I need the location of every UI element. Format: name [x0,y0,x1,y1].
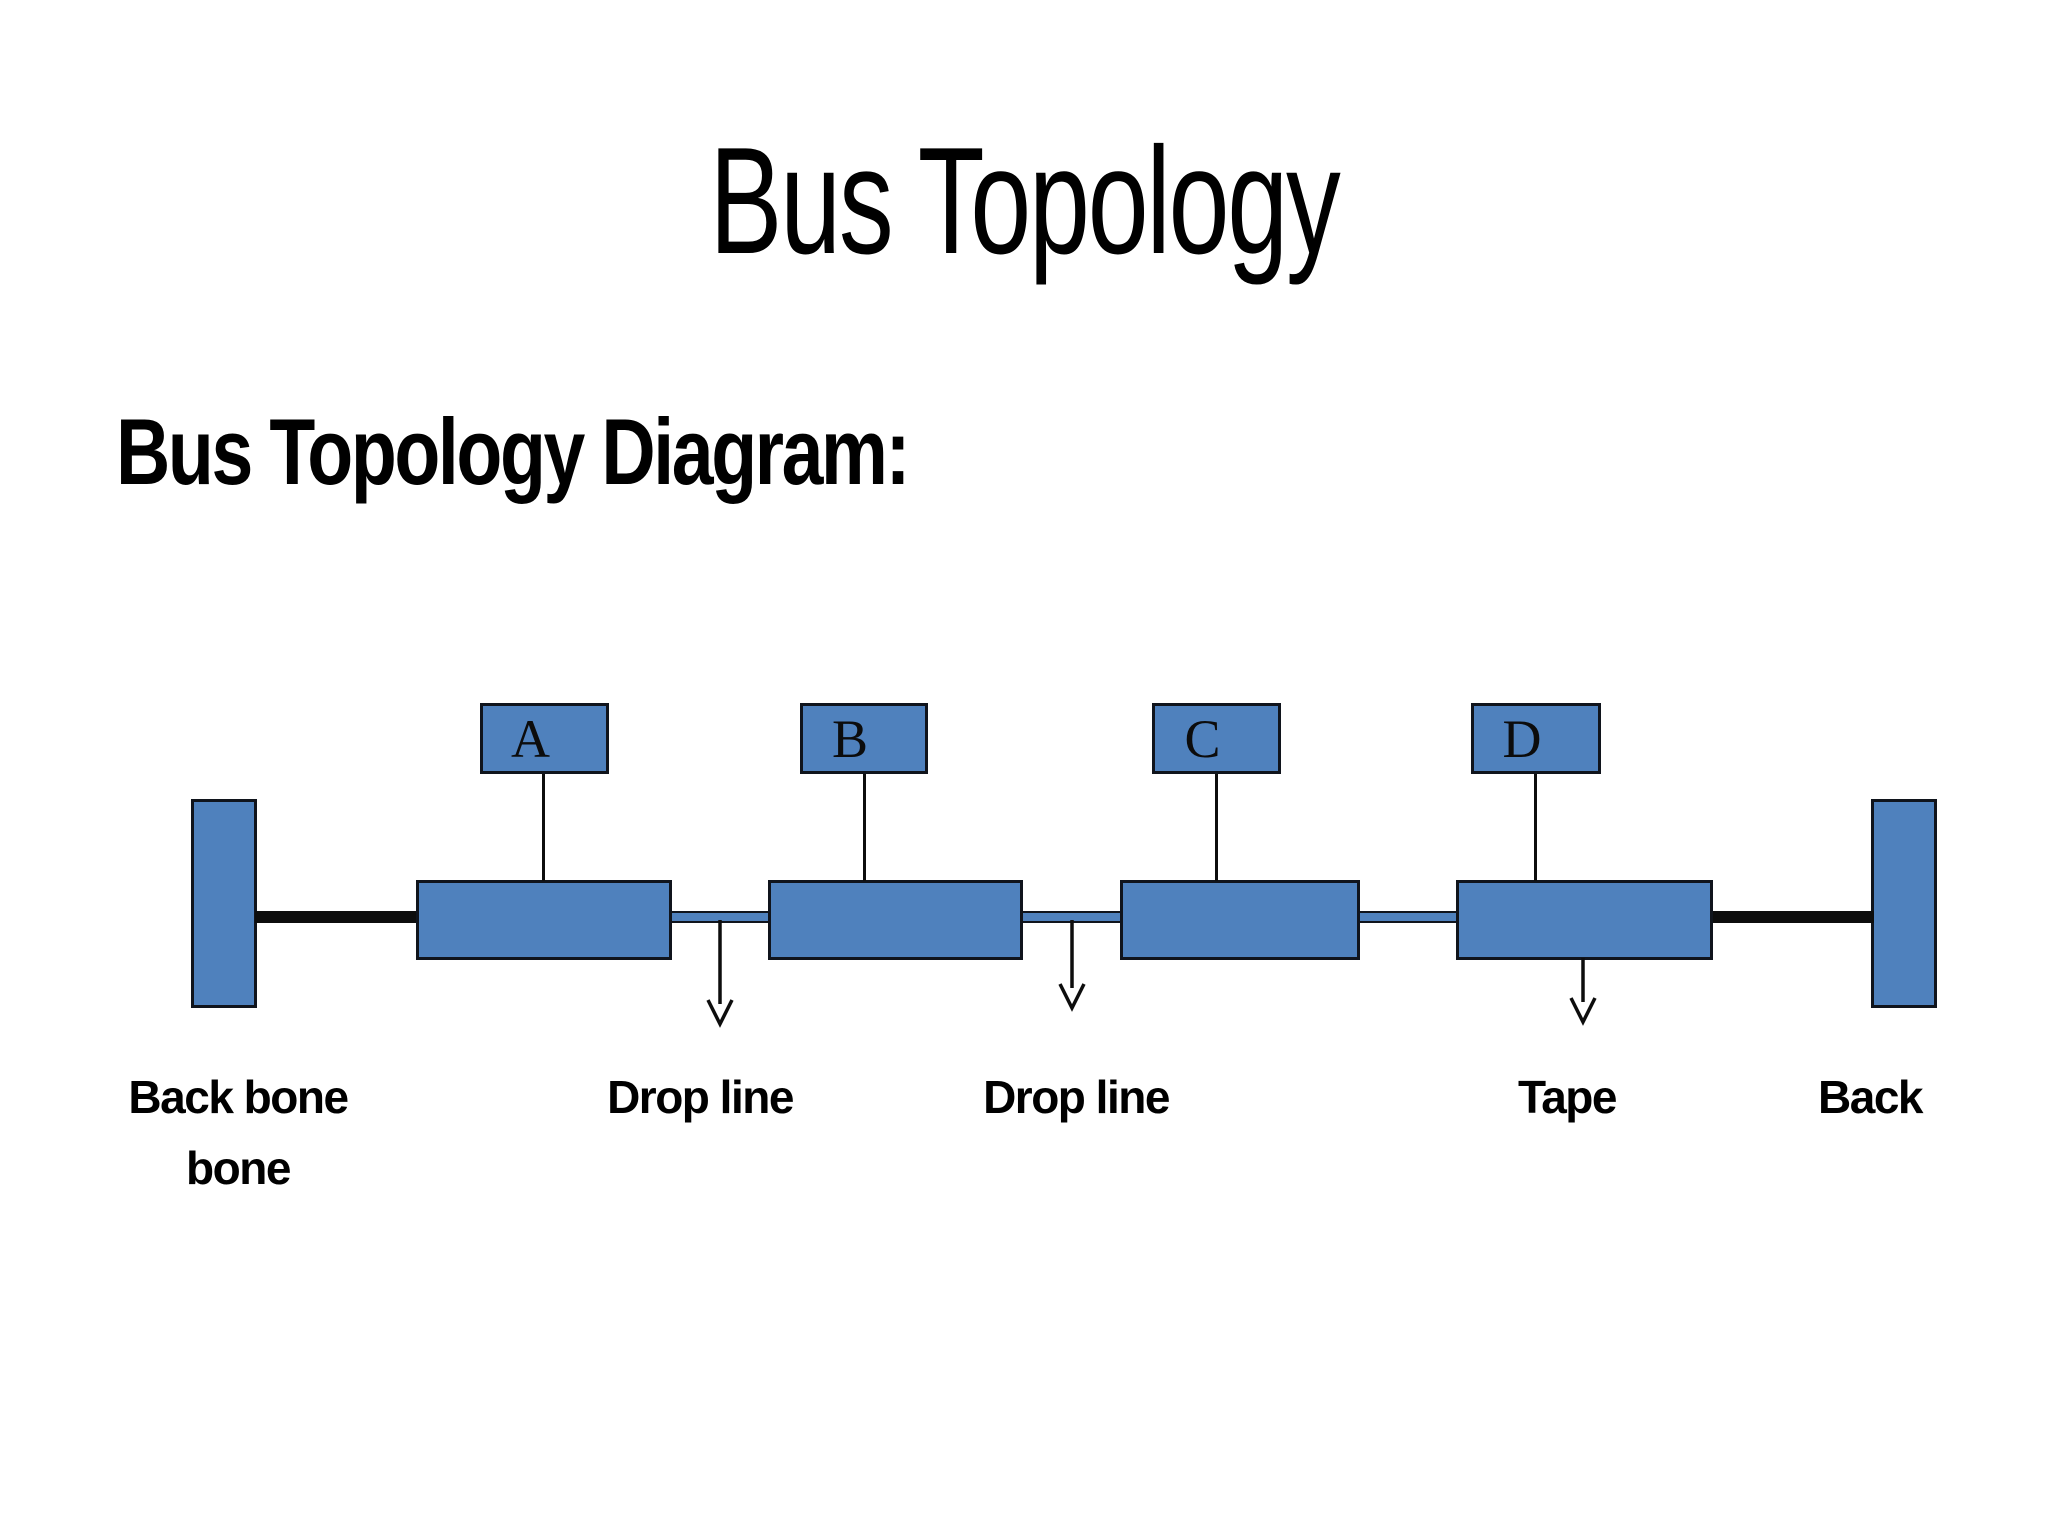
node-stem-c [1215,774,1218,881]
left-terminator [191,799,257,1008]
node-stem-b [863,774,866,881]
section-heading: Bus Topology Diagram: [116,399,911,504]
tap-box-b [768,880,1023,960]
tap-box-c [1120,880,1360,960]
label-backbone-line1: Back bone [128,1071,349,1123]
node-stem-a [542,774,545,881]
label-tape: Tape [1518,1071,1617,1123]
label-back: Back [1818,1071,1923,1123]
label-drop-line-1: Drop line [607,1071,794,1123]
tap-box-a [416,880,672,960]
page-title: Bus Topology [709,116,1340,286]
label-drop-line-2: Drop line [983,1071,1170,1123]
backbone-cable-right [1711,911,1874,923]
down-arrow-icon [1569,958,1597,1026]
node-label-b: B [831,708,869,769]
node-label-a: A [511,708,550,769]
right-terminator [1871,799,1937,1008]
node-label-c: C [1184,708,1221,769]
node-stem-d [1534,774,1537,881]
bus-connector-3 [1358,911,1458,923]
tap-box-d [1456,880,1713,960]
node-box-a: A [480,703,609,774]
node-label-d: D [1502,708,1542,769]
backbone-cable-left [255,911,418,923]
down-arrow-icon [706,920,734,1028]
label-backbone: Back bone bone [128,1062,349,1205]
node-box-c: C [1152,703,1281,774]
label-backbone-line2: bone [186,1142,291,1195]
down-arrow-icon [1058,920,1086,1012]
node-box-b: B [800,703,928,774]
node-box-d: D [1471,703,1601,774]
